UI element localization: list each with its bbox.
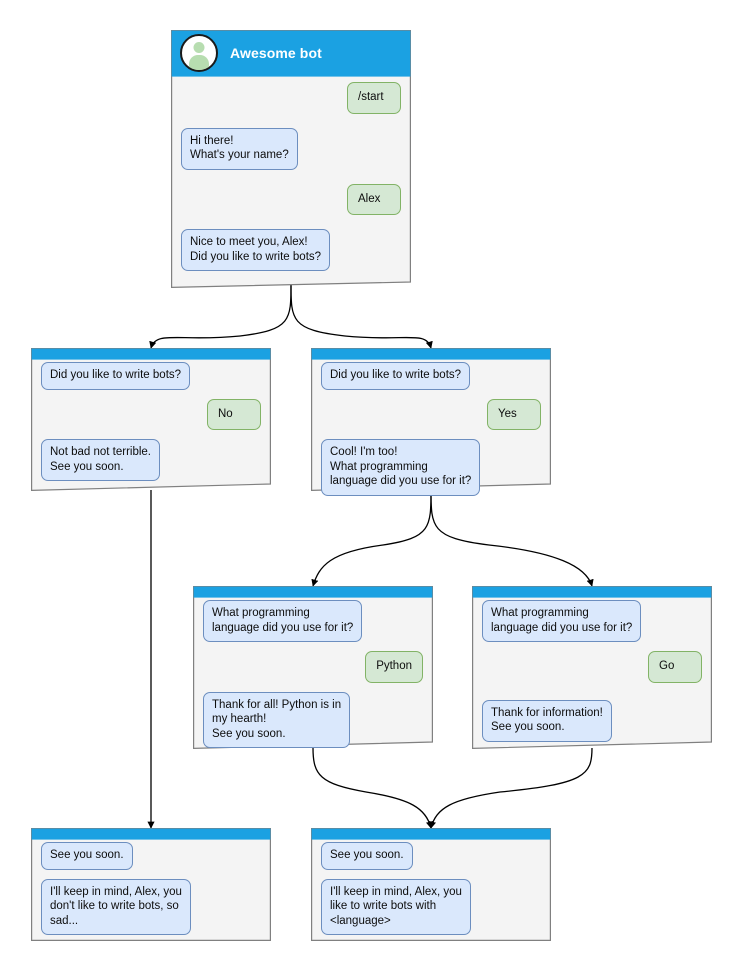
chat-bubble-bot[interactable]: Thank for information! See you soon.: [482, 699, 612, 742]
chat-bubble-bot[interactable]: Nice to meet you, Alex! Did you like to …: [181, 229, 331, 271]
node-end-sad-chat: See you soon. I'll keep in mind, Alex, y…: [31, 839, 271, 945]
chat-bubble-user[interactable]: Yes: [487, 398, 541, 430]
node-root-header: Awesome bot: [171, 30, 411, 76]
chat-bubble-bot[interactable]: Did you like to write bots?: [41, 362, 191, 390]
edge-go-to-end-happy: [429, 747, 593, 829]
node-branch-go-header: [472, 586, 712, 597]
node-branch-go[interactable]: What programming language did you use fo…: [472, 586, 712, 749]
chat-bubble-bot[interactable]: Did you like to write bots?: [321, 362, 471, 390]
node-end-sad-header: [31, 828, 271, 839]
node-branch-python[interactable]: What programming language did you use fo…: [193, 586, 433, 749]
chat-bubble-bot[interactable]: I'll keep in mind, Alex, you like to wri…: [321, 878, 471, 935]
node-branch-python-content: What programming language did you use fo…: [193, 586, 433, 758]
node-end-happy-header: [311, 828, 551, 839]
chat-bubble-user[interactable]: No: [207, 398, 261, 430]
chat-bubble-bot[interactable]: Not bad not terrible. See you soon.: [41, 439, 161, 481]
chat-bubble-bot[interactable]: What programming language did you use fo…: [203, 600, 363, 642]
node-end-happy-content: See you soon. I'll keep in mind, Alex, y…: [311, 828, 551, 945]
user-avatar-icon: [180, 34, 218, 72]
node-branch-go-content: What programming language did you use fo…: [472, 586, 712, 752]
node-branch-yes-content: Did you like to write bots? Yes Cool! I'…: [311, 348, 551, 506]
edge-root-to-yes: [290, 283, 433, 349]
chat-bubble-bot[interactable]: Cool! I'm too! What programming language…: [321, 439, 481, 496]
node-end-happy[interactable]: See you soon. I'll keep in mind, Alex, y…: [311, 828, 551, 941]
node-branch-python-chat: What programming language did you use fo…: [193, 597, 433, 758]
node-root-chat: /start Hi there! What's your name? Alex …: [171, 76, 411, 281]
node-end-sad-content: See you soon. I'll keep in mind, Alex, y…: [31, 828, 271, 945]
node-branch-no-header: [31, 348, 271, 359]
edge-python-to-end-happy: [312, 747, 433, 829]
node-branch-no-chat: Did you like to write bots? No Not bad n…: [31, 359, 271, 491]
node-branch-yes-header: [311, 348, 551, 359]
chat-bubble-user[interactable]: Alex: [347, 183, 401, 215]
node-end-happy-chat: See you soon. I'll keep in mind, Alex, y…: [311, 839, 551, 945]
node-branch-go-chat: What programming language did you use fo…: [472, 597, 712, 752]
node-branch-yes[interactable]: Did you like to write bots? Yes Cool! I'…: [311, 348, 551, 496]
node-branch-no[interactable]: Did you like to write bots? No Not bad n…: [31, 348, 271, 491]
chat-bubble-user[interactable]: Go: [648, 651, 702, 683]
chat-bubble-user[interactable]: /start: [347, 82, 401, 114]
chat-bubble-bot[interactable]: I'll keep in mind, Alex, you don't like …: [41, 878, 191, 935]
chat-bubble-bot[interactable]: What programming language did you use fo…: [482, 600, 642, 642]
chat-bubble-bot[interactable]: Thank for all! Python is in my hearth! S…: [203, 691, 351, 748]
node-branch-no-content: Did you like to write bots? No Not bad n…: [31, 348, 271, 491]
node-root[interactable]: Awesome bot /start Hi there! What's your…: [171, 30, 411, 288]
bot-title: Awesome bot: [230, 45, 322, 61]
edge-root-to-no: [149, 283, 292, 349]
chat-bubble-bot[interactable]: See you soon.: [41, 842, 133, 870]
node-end-sad[interactable]: See you soon. I'll keep in mind, Alex, y…: [31, 828, 271, 941]
chat-bubble-bot[interactable]: See you soon.: [321, 842, 413, 870]
chat-bubble-user[interactable]: Python: [365, 651, 423, 683]
chat-bubble-bot[interactable]: Hi there! What's your name?: [181, 127, 298, 170]
node-root-content: Awesome bot /start Hi there! What's your…: [171, 30, 411, 281]
node-branch-yes-chat: Did you like to write bots? Yes Cool! I'…: [311, 359, 551, 506]
node-branch-python-header: [193, 586, 433, 597]
